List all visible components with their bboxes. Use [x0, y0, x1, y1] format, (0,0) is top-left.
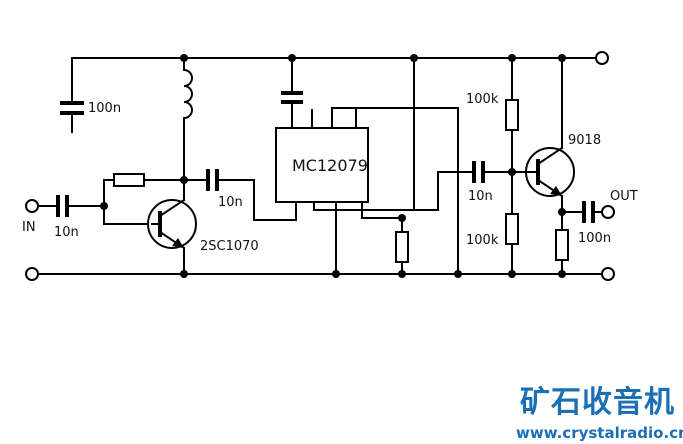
input-terminal[interactable]	[25, 199, 39, 213]
junction	[508, 270, 516, 278]
ground-rail	[25, 267, 615, 281]
capacitor-100n-decoupling	[60, 57, 84, 133]
label-100k-top: 100k	[466, 92, 499, 107]
resistor-emitter	[555, 211, 569, 275]
label-10n-mid: 10n	[468, 189, 493, 204]
resistor-bias-ic	[395, 217, 409, 275]
label-9018: 9018	[568, 133, 601, 148]
transistor-9018	[511, 57, 575, 213]
label-in: IN	[22, 220, 36, 235]
ground-terminal-left[interactable]	[25, 267, 39, 281]
junction	[410, 54, 418, 62]
label-out: OUT	[610, 189, 638, 204]
capacitor-10n-collector	[183, 169, 297, 221]
label-2sc1070: 2SC1070	[200, 239, 259, 254]
junction	[398, 214, 406, 222]
feedback-resistor	[103, 173, 185, 225]
junction	[180, 270, 188, 278]
watermark-url: www.crystalradio.cn	[516, 424, 683, 442]
label-100n-out: 100n	[578, 231, 611, 246]
ground-terminal-right[interactable]	[601, 267, 615, 281]
resistor-100k-bottom	[505, 171, 519, 275]
capacitor-10n-mid	[437, 161, 513, 211]
ic-output-wire	[355, 107, 459, 275]
label-10n-collector: 10n	[218, 195, 243, 210]
input-capacitor-10n	[37, 195, 105, 217]
junction	[398, 270, 406, 278]
label-mc12079: MC12079	[292, 156, 368, 175]
vcc-terminal[interactable]	[595, 51, 609, 65]
output-capacitor-100n	[561, 201, 603, 223]
supply-rail	[71, 51, 609, 65]
label-10n-input: 10n	[54, 225, 79, 240]
junction	[558, 270, 566, 278]
ic-vcc-wire	[331, 57, 415, 211]
junction	[558, 54, 566, 62]
inductor	[182, 57, 193, 181]
junction	[454, 270, 462, 278]
junction	[180, 54, 188, 62]
watermark-title: 矿石收音机	[520, 385, 675, 420]
junction	[508, 54, 516, 62]
label-100n-left: 100n	[88, 101, 121, 116]
ic-mc12079	[275, 107, 439, 275]
transistor-2sc1070	[147, 179, 197, 275]
junction	[332, 270, 340, 278]
output-terminal[interactable]	[601, 205, 615, 219]
capacitor-ic-decoupling	[281, 57, 303, 129]
resistor-100k-top	[505, 57, 519, 173]
junction	[288, 54, 296, 62]
label-100k-bottom: 100k	[466, 233, 499, 248]
